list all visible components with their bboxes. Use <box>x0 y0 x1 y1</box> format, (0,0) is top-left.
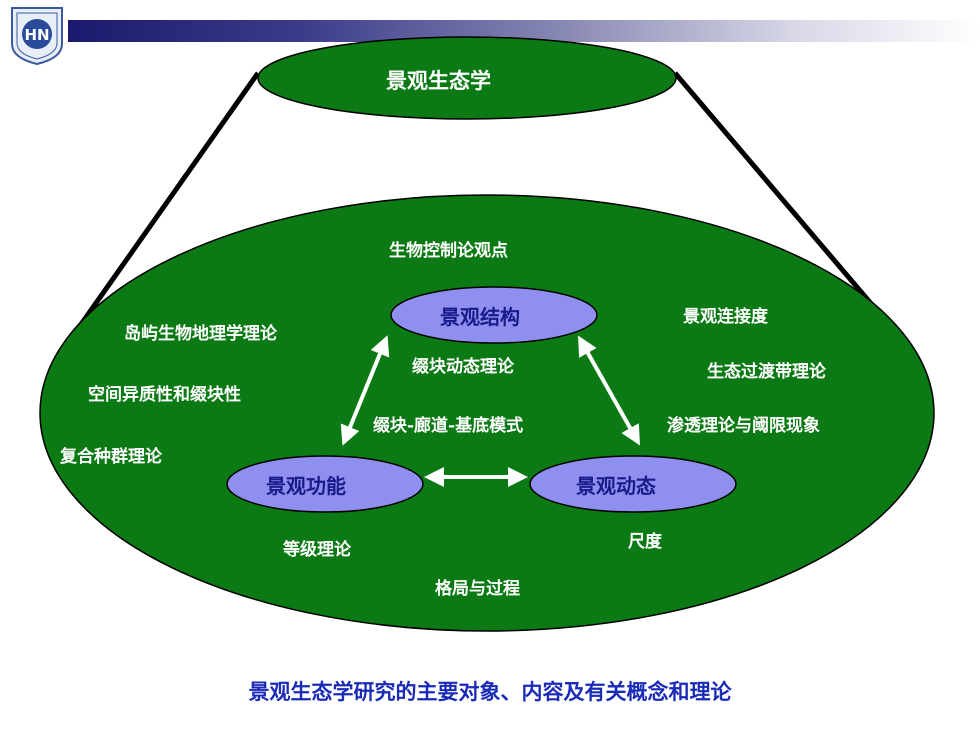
concept-island-biogeography: 岛屿生物地理学理论 <box>124 324 277 344</box>
top-ellipse <box>257 36 677 120</box>
concept-patch-corridor-matrix: 缀块-廊道-基底模式 <box>373 416 524 436</box>
node-function: 景观功能 <box>266 474 346 498</box>
header-gradient-bar <box>68 20 980 42</box>
arrow-structure-function <box>340 335 390 446</box>
concept-pattern-process: 格局与过程 <box>435 579 520 599</box>
concept-biocontrol: 生物控制论观点 <box>389 241 508 261</box>
concept-hierarchy: 等级理论 <box>283 540 351 560</box>
node-dynamics: 景观动态 <box>576 474 656 498</box>
node-structure: 景观结构 <box>440 305 520 329</box>
funnel-line-left <box>67 71 261 342</box>
node-function-shape <box>226 455 424 513</box>
concept-metapopulation: 复合种群理论 <box>60 447 162 467</box>
concept-connectivity: 景观连接度 <box>683 307 768 327</box>
diagram-title: 景观生态学 <box>386 68 491 93</box>
concept-heterogeneity: 空间异质性和缀块性 <box>88 385 241 405</box>
node-dynamics-shape <box>529 455 737 513</box>
arrow-structure-dynamics <box>578 335 640 446</box>
slide-caption: 景观生态学研究的主要对象、内容及有关概念和理论 <box>248 679 732 704</box>
logo-text: HN <box>24 26 49 44</box>
node-structure-shape <box>390 286 598 344</box>
university-seal-icon: HN <box>11 7 63 66</box>
main-ellipse <box>39 194 935 632</box>
concept-percolation: 渗透理论与阈限现象 <box>667 416 820 436</box>
concept-ecotone: 生态过渡带理论 <box>707 362 826 382</box>
concept-patch-dynamics: 缀块动态理论 <box>412 357 514 377</box>
concept-scale: 尺度 <box>628 532 662 552</box>
